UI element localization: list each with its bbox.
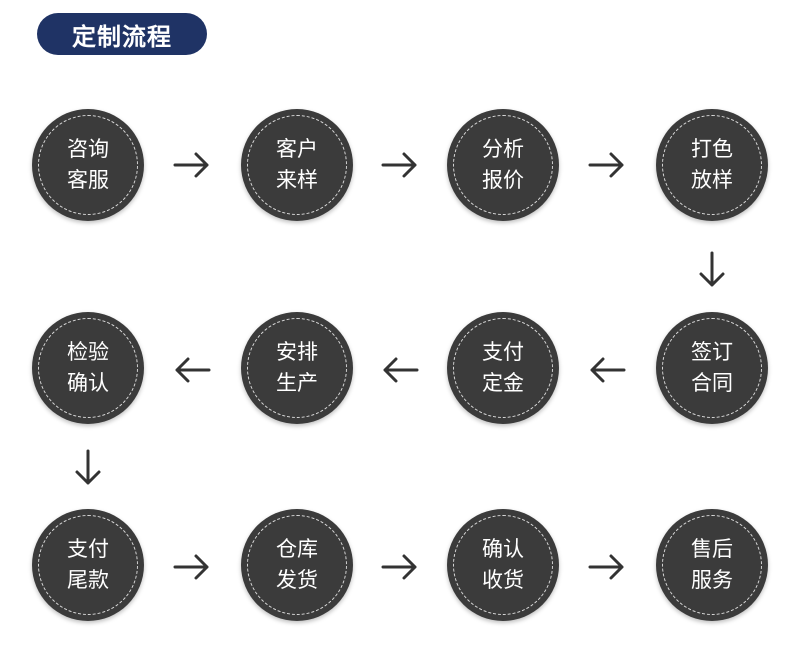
step-inspection: 检验确认 xyxy=(32,312,144,424)
step-consult: 咨询客服 xyxy=(32,109,144,221)
step-label-line1: 签订 xyxy=(691,340,733,364)
step-label-line1: 支付 xyxy=(482,340,524,364)
arrow-right-icon xyxy=(381,152,417,178)
step-label-line1: 打色 xyxy=(691,137,733,161)
arrow-right-icon xyxy=(588,554,624,580)
step-label-line2: 定金 xyxy=(482,371,524,395)
step-shipping: 仓库发货 xyxy=(241,509,353,621)
arrow-down-icon xyxy=(699,251,725,287)
step-production: 安排生产 xyxy=(241,312,353,424)
step-label-line1: 分析 xyxy=(482,137,524,161)
step-deposit: 支付定金 xyxy=(447,312,559,424)
step-label-line2: 来样 xyxy=(276,168,318,192)
step-aftersales: 售后服务 xyxy=(656,509,768,621)
step-label-line1: 支付 xyxy=(67,537,109,561)
arrow-down-icon xyxy=(75,449,101,485)
step-label-line2: 收货 xyxy=(482,568,524,592)
step-label-line1: 安排 xyxy=(276,340,318,364)
step-label-line2: 服务 xyxy=(691,568,733,592)
step-label-line2: 生产 xyxy=(276,371,318,395)
arrow-left-icon xyxy=(175,357,211,383)
step-label-line2: 报价 xyxy=(482,168,524,192)
step-label-line2: 放样 xyxy=(691,168,733,192)
step-label-line1: 仓库 xyxy=(276,537,318,561)
arrow-right-icon xyxy=(381,554,417,580)
arrow-right-icon xyxy=(173,152,209,178)
step-sample: 客户来样 xyxy=(241,109,353,221)
step-balance: 支付尾款 xyxy=(32,509,144,621)
step-receipt: 确认收货 xyxy=(447,509,559,621)
step-label-line2: 发货 xyxy=(276,568,318,592)
step-label-line1: 咨询 xyxy=(67,137,109,161)
title-badge: 定制流程 xyxy=(37,13,207,55)
step-label-line2: 确认 xyxy=(67,371,109,395)
step-label-line1: 客户 xyxy=(276,137,318,161)
step-contract: 签订合同 xyxy=(656,312,768,424)
step-quote: 分析报价 xyxy=(447,109,559,221)
step-label-line2: 尾款 xyxy=(67,568,109,592)
step-label-line2: 合同 xyxy=(691,371,733,395)
arrow-right-icon xyxy=(173,554,209,580)
step-label-line1: 检验 xyxy=(67,340,109,364)
arrow-left-icon xyxy=(590,357,626,383)
step-proof: 打色放样 xyxy=(656,109,768,221)
step-label-line1: 售后 xyxy=(691,537,733,561)
arrow-right-icon xyxy=(588,152,624,178)
step-label-line2: 客服 xyxy=(67,168,109,192)
step-label-line1: 确认 xyxy=(482,537,524,561)
arrow-left-icon xyxy=(383,357,419,383)
